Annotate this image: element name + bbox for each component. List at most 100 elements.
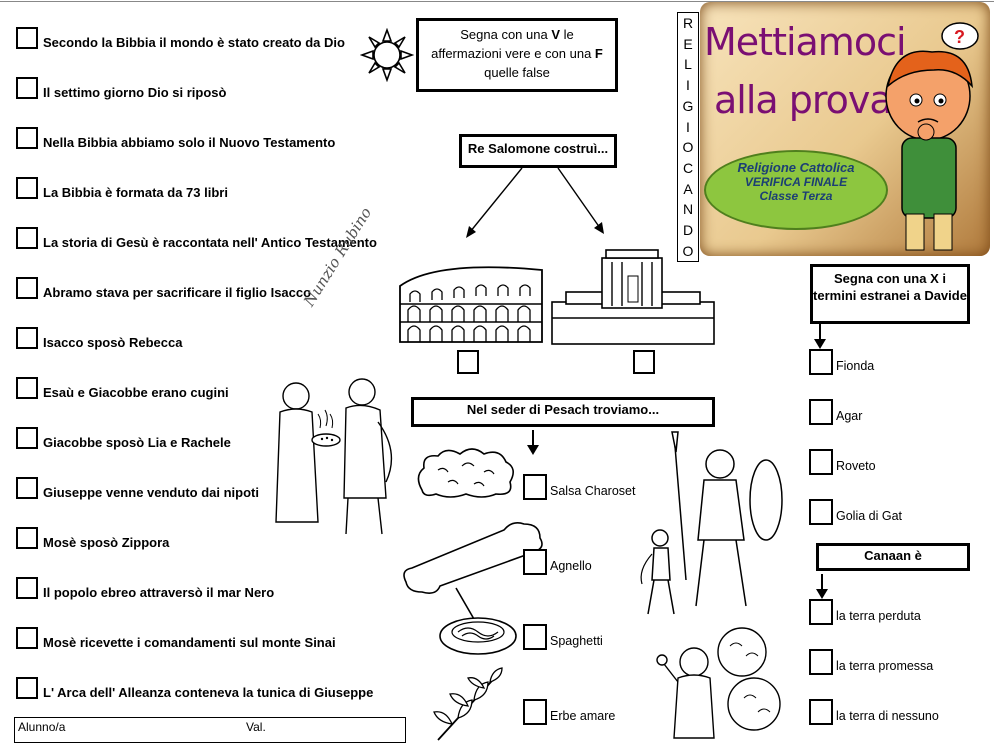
pesach-option-label: Erbe amare xyxy=(550,709,616,723)
sun-icon xyxy=(360,28,414,82)
statement-text: Il settimo giorno Dio si riposò xyxy=(43,85,227,100)
temple-illustration xyxy=(551,249,715,345)
pesach-option-checkbox[interactable] xyxy=(523,624,547,650)
vertical-letter: N xyxy=(682,201,694,218)
brothers-illustration xyxy=(275,378,393,535)
canaan-option-label: la terra perduta xyxy=(836,609,921,623)
statement-checkbox[interactable] xyxy=(16,577,38,599)
vertical-letter: A xyxy=(683,180,693,197)
statement-text: Secondo la Bibbia il mondo è stato creat… xyxy=(43,35,345,50)
svg-text:?: ? xyxy=(954,27,965,47)
vertical-letter: O xyxy=(682,139,694,156)
davide-option-label: Roveto xyxy=(836,459,876,473)
canaan-option-checkbox[interactable] xyxy=(809,699,833,725)
colosseum-checkbox[interactable] xyxy=(457,350,479,374)
banner-title-line2: alla prova xyxy=(714,78,893,122)
vertical-letter: I xyxy=(686,77,690,94)
davide-option-checkbox[interactable] xyxy=(809,449,833,475)
pesach-title: Nel seder di Pesach troviamo... xyxy=(466,402,660,417)
subject-oval: Religione Cattolica VERIFICA FINALE Clas… xyxy=(704,150,888,230)
statement-text: La storia di Gesù è raccontata nell' Ant… xyxy=(43,235,377,250)
statement-text: Giacobbe sposò Lia e Rachele xyxy=(43,435,231,450)
statement-checkbox[interactable] xyxy=(16,627,38,649)
student-info-box: Alunno/a Val. xyxy=(14,717,406,743)
vertical-letter: E xyxy=(683,35,693,52)
test-type-label: VERIFICA FINALE xyxy=(744,175,848,189)
statement-text: Il popolo ebreo attraversò il mar Nero xyxy=(43,585,275,600)
statement-checkbox[interactable] xyxy=(16,677,38,699)
canaan-question-box: Canaan è xyxy=(816,543,970,571)
spaghetti-illustration xyxy=(439,587,517,655)
subject-label: Religione Cattolica xyxy=(737,160,855,175)
vertical-letter: C xyxy=(682,160,694,177)
davide-option-checkbox[interactable] xyxy=(809,349,833,375)
vertical-letter: G xyxy=(682,97,694,114)
statement-checkbox[interactable] xyxy=(16,477,38,499)
statement-text: Nella Bibbia abbiamo solo il Nuovo Testa… xyxy=(43,135,336,150)
temple-checkbox[interactable] xyxy=(633,350,655,374)
statement-checkbox[interactable] xyxy=(16,227,38,249)
statement-text: L' Arca dell' Alleanza conteneva la tuni… xyxy=(43,685,374,700)
charoset-illustration xyxy=(417,448,514,498)
statement-checkbox[interactable] xyxy=(16,327,38,349)
pesach-question-box: Nel seder di Pesach troviamo... xyxy=(411,397,715,427)
top-rule xyxy=(0,1,994,2)
davide-question-box: Segna con una X i termini estranei a Dav… xyxy=(810,264,970,324)
statement-checkbox[interactable] xyxy=(16,527,38,549)
statement-text: Abramo stava per sacrificare il figlio I… xyxy=(43,285,312,300)
thinking-boy-illustration: ? xyxy=(885,22,979,251)
canaan-option-label: la terra di nessuno xyxy=(836,709,939,723)
davide-option-label: Agar xyxy=(836,409,863,423)
vertical-letter: L xyxy=(684,56,692,73)
canaan-title: Canaan è xyxy=(864,548,922,563)
davide-option-checkbox[interactable] xyxy=(809,399,833,425)
statement-checkbox[interactable] xyxy=(16,177,38,199)
lamb-bone-illustration xyxy=(403,522,543,594)
pesach-option-checkbox[interactable] xyxy=(523,699,547,725)
grade-label: Val. xyxy=(246,720,266,734)
vertical-letter: O xyxy=(682,242,694,259)
pesach-option-label: Agnello xyxy=(550,559,592,573)
pesach-option-checkbox[interactable] xyxy=(523,549,547,575)
davide-option-checkbox[interactable] xyxy=(809,499,833,525)
vertical-letter: I xyxy=(686,118,690,135)
statement-checkbox[interactable] xyxy=(16,277,38,299)
statement-checkbox[interactable] xyxy=(16,27,38,49)
vertical-title: R E L I G I O C A N D O xyxy=(677,12,699,262)
statement-checkbox[interactable] xyxy=(16,127,38,149)
vertical-letter: R xyxy=(682,15,694,31)
statement-checkbox[interactable] xyxy=(16,77,38,99)
statement-checkbox[interactable] xyxy=(16,427,38,449)
david-goliath-illustration xyxy=(640,431,783,615)
colosseum-illustration xyxy=(399,266,543,343)
davide-option-label: Golia di Gat xyxy=(836,509,903,523)
salomone-arrows xyxy=(466,167,604,238)
statement-checkbox[interactable] xyxy=(16,377,38,399)
canaan-option-checkbox[interactable] xyxy=(809,599,833,625)
salomone-title: Re Salomone costruì... xyxy=(467,141,609,156)
title-banner: Mettiamoci alla prova Religione Cattolic… xyxy=(700,2,990,256)
instruction-box: Segna con una V le affermazioni vere e c… xyxy=(416,18,618,92)
canaan-arrow-icon xyxy=(816,574,828,599)
pesach-option-label: Spaghetti xyxy=(550,634,603,648)
canaan-option-checkbox[interactable] xyxy=(809,649,833,675)
pesach-option-checkbox[interactable] xyxy=(523,474,547,500)
canaan-option-label: la terra promessa xyxy=(836,659,934,673)
statement-text: Mosè ricevette i comandamenti sul monte … xyxy=(43,635,336,650)
moses-illustration xyxy=(656,627,781,739)
statement-text: Giuseppe venne venduto dai nipoti xyxy=(43,485,259,500)
pesach-option-label: Salsa Charoset xyxy=(550,484,636,498)
banner-title-line1: Mettiamoci xyxy=(704,20,907,64)
instruction-text: Segna con una V le affermazioni vere e c… xyxy=(431,27,603,80)
davide-arrow-icon xyxy=(814,324,826,349)
salomone-question-box: Re Salomone costruì... xyxy=(459,134,617,168)
statement-text: Isacco sposò Rebecca xyxy=(43,335,183,350)
davide-option-label: Fionda xyxy=(836,359,875,373)
class-label: Classe Terza xyxy=(759,189,833,203)
statement-text: La Bibbia è formata da 73 libri xyxy=(43,185,228,200)
student-name-label: Alunno/a xyxy=(18,720,66,734)
bitter-herbs-illustration xyxy=(433,667,503,741)
statement-text: Mosè sposò Zippora xyxy=(43,535,170,550)
davide-title: Segna con una X i termini estranei a Dav… xyxy=(813,271,967,303)
signature-watermark: Nunzio Rubino xyxy=(300,204,376,310)
